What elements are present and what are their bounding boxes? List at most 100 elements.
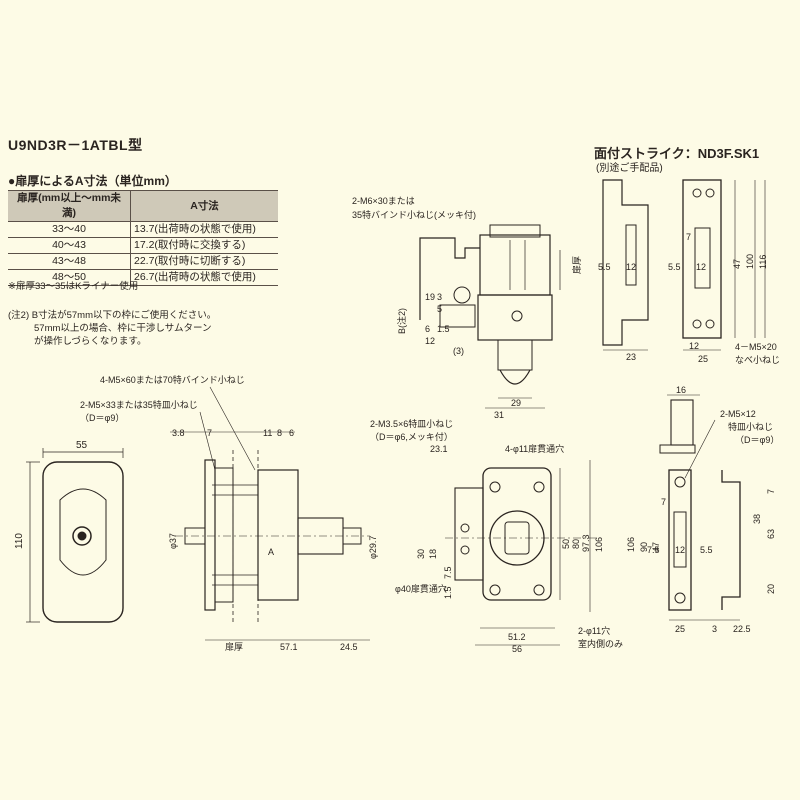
dim-st-25: 25 — [698, 354, 708, 364]
note-m5x12: 2-M5×12 — [720, 409, 756, 419]
dim-sk-22-5: 22.5 — [733, 624, 751, 634]
dim-19: 19 — [425, 292, 435, 302]
dim-50: 50 — [561, 539, 571, 549]
strike-subtitle: (別途ご手配品) — [596, 163, 663, 174]
dim-sk-47: 47 — [651, 542, 661, 552]
hole-icon — [460, 545, 470, 555]
note-m5x20: 4－M5×20 — [735, 342, 777, 352]
outer-escutcheon-side — [204, 459, 216, 611]
dim-st-12: 12 — [626, 262, 636, 272]
dim-30: 30 — [416, 549, 426, 559]
note-sara: 特皿小ねじ — [728, 421, 773, 432]
top-view: 2-M6×30または 35特バインド小ねじ(メッキ付) 19 3 5 6 12 … — [352, 196, 582, 420]
dim-1-5: 1.5 — [443, 586, 453, 599]
note2-line1: (注2) B寸法が57mm以下の枠にご使用ください。 — [8, 310, 217, 321]
dim-18: 18 — [428, 549, 438, 559]
strike-drawing: 5.5 12 5.5 12 7 47 100 116 23 12 25 4－M5… — [598, 179, 780, 365]
row-a-value: 22.7(取付時に切断する) — [130, 253, 278, 270]
note2-line3: が操作しづらくなります。 — [34, 336, 147, 347]
note-d9b: （D＝φ9） — [735, 435, 779, 445]
strike-side-view — [602, 179, 649, 346]
hole-icon — [489, 481, 501, 493]
note-hole-2x11: 2-φ11穴 — [578, 625, 610, 636]
cylinder-icon — [72, 526, 92, 546]
row-a-value: 13.7(出荷時の状態で使用) — [130, 221, 278, 238]
dim-106: 106 — [594, 537, 604, 552]
dim-st-47: 47 — [732, 259, 742, 269]
dim-dia-37: φ37 — [168, 533, 178, 549]
strike-slot — [673, 511, 687, 568]
label-door-thickness: 扉厚 — [225, 641, 243, 652]
note-m6: 2-M6×30または — [352, 196, 415, 206]
table-row: 43～48 22.7(取付時に切断する) — [8, 253, 278, 270]
lock-body-side — [257, 469, 299, 601]
dim-7: 7 — [207, 428, 212, 438]
dim-sk-38: 38 — [752, 514, 762, 524]
dim-sk-7: 7 — [661, 497, 666, 507]
screw-hole-icon — [692, 319, 702, 329]
strike-plate-side — [721, 470, 741, 610]
back-view: 2-M3.5×6特皿小ねじ （D＝φ6,メッキ付） 23.1 4-φ11扉貫通穴… — [370, 418, 623, 654]
dim-dia-29-7: φ29.7 — [368, 536, 378, 559]
dim-57-1: 57.1 — [280, 642, 298, 652]
strike-slot-side — [625, 224, 637, 286]
note-d9: （D＝φ9） — [80, 413, 124, 423]
row-range: 43～48 — [8, 253, 131, 270]
table-row: 48～50 26.7(出荷時の状態で使用) — [8, 269, 278, 286]
dim-st-100: 100 — [745, 254, 755, 269]
dim-sk-7-5: 7.5 — [647, 545, 660, 555]
dim-3-8: 3.8 — [172, 428, 185, 438]
lock-case-top — [479, 234, 551, 296]
latch-box — [670, 399, 694, 446]
dim-11: 11 — [263, 428, 272, 438]
label-door-thickness-top: 扉厚 — [571, 256, 582, 274]
dim-sk-3: 3 — [712, 624, 717, 634]
screw-icon — [511, 310, 523, 322]
strike-plate-front — [668, 469, 692, 611]
table-heading: ●扉厚によるA寸法（単位mm） — [8, 174, 177, 188]
dim-1-5-top: 1.5 — [437, 324, 450, 334]
dim-5: 5 — [437, 304, 442, 314]
strike-bottom-view: 16 2-M5×12 特皿小ねじ （D＝φ9） 106 90 47 7 7.5 … — [626, 385, 779, 634]
table-row: 33～40 13.7(出荷時の状態で使用) — [8, 221, 278, 238]
dim-7-5: 7.5 — [443, 566, 453, 579]
note-d6: （D＝φ6,メッキ付） — [370, 432, 453, 442]
strike-front-view — [682, 179, 722, 339]
thumbturn-base — [497, 339, 533, 371]
dim-st-7: 7 — [686, 232, 691, 242]
dim-29: 29 — [511, 398, 521, 408]
dim-sk-16: 16 — [676, 385, 686, 395]
dim-st-5-5: 5.5 — [598, 262, 611, 272]
hole-icon — [533, 584, 545, 596]
bolt-icon — [453, 286, 471, 304]
front-view: 55 110 — [14, 440, 124, 623]
dim-sk-20: 20 — [766, 584, 776, 594]
row-range: 48～50 — [8, 269, 131, 286]
dim-front-height: 110 — [14, 533, 25, 549]
dim-97-3: 97.3 — [581, 534, 591, 552]
latch-flange — [659, 444, 696, 454]
screw-hole-icon — [674, 592, 686, 604]
dim-23-1: 23.1 — [430, 444, 448, 454]
dim-56: 56 — [512, 644, 522, 654]
screw-hole-icon — [692, 188, 702, 198]
note-hole-40: φ40扉貫通穴 — [395, 583, 447, 594]
row-a-value: 26.7(出荷時の状態で使用) — [130, 269, 278, 286]
hole-icon — [533, 481, 545, 493]
dim-st-5-5b: 5.5 — [668, 262, 681, 272]
dim-6-top: 6 — [425, 324, 430, 334]
dim-8: 8 — [277, 428, 282, 438]
row-a-value: 17.2(取付時に交換する) — [130, 237, 278, 254]
dim-24-5: 24.5 — [340, 642, 358, 652]
strike-slot-front — [694, 227, 711, 289]
side-view: 3.8 7 11 8 6 φ37 φ29.7 扉厚 57.1 24.5 A 4-… — [80, 374, 378, 652]
note-m5x60: 4-M5×60または70特バインド小ねじ — [100, 374, 245, 385]
header-thickness: 扉厚(mm以上～mm未満) — [8, 190, 131, 222]
dim-sk-5-5: 5.5 — [700, 545, 713, 555]
dim-st-116: 116 — [758, 255, 768, 269]
note-nabe: なべ小ねじ — [735, 355, 780, 365]
note2-line2: 57mm以上の場合、枠に干渉しサムターン — [34, 323, 212, 334]
door-section — [214, 467, 234, 603]
note-indoor-only: 室内側のみ — [578, 638, 623, 649]
